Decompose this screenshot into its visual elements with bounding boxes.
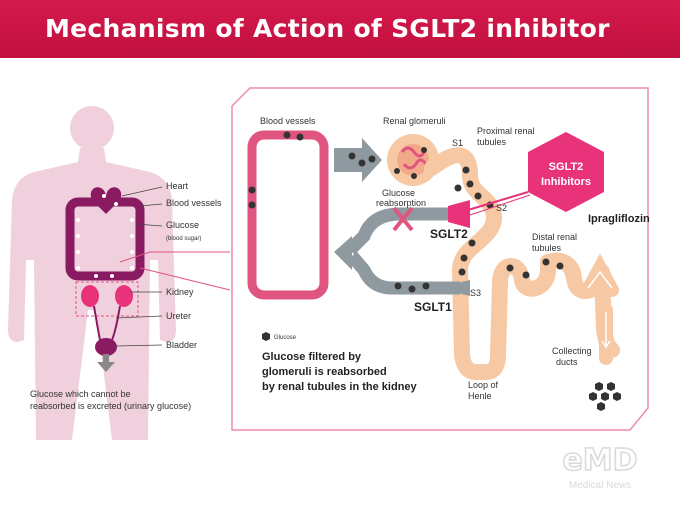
filtered-note-line1: Glucose filtered by bbox=[262, 351, 362, 363]
label-collecting-line1: Collecting bbox=[552, 346, 592, 356]
label-sglt2: SGLT2 bbox=[430, 227, 468, 241]
filtered-note-line3: by renal tubules in the kidney bbox=[262, 381, 418, 393]
afferent-arrow bbox=[334, 138, 382, 182]
label-bladder: Bladder bbox=[166, 340, 197, 350]
legend-glucose-icon bbox=[262, 332, 270, 341]
moa-diagram: Heart Blood vessels Glucose (blood sugar… bbox=[8, 87, 650, 491]
filtered-note-line2: glomeruli is reabsorbed bbox=[262, 366, 387, 378]
watermark-subtitle: Medical News bbox=[569, 480, 631, 491]
label-loop-line1: Loop of bbox=[468, 380, 499, 390]
label-s2: S2 bbox=[496, 203, 507, 213]
label-distal-line2: tubules bbox=[532, 243, 562, 253]
label-proximal-line2: tubules bbox=[477, 137, 507, 147]
body-leader-lines bbox=[115, 186, 163, 347]
label-glucose: Glucose bbox=[166, 220, 199, 230]
label-loop-line2: Henle bbox=[468, 391, 492, 401]
kidney-ureter-bladder bbox=[75, 281, 139, 372]
label-sglt1: SGLT1 bbox=[414, 300, 452, 314]
drug-name: Ipragliflozin bbox=[588, 213, 650, 225]
inhibitor-label-line2: Inhibitors bbox=[541, 176, 591, 188]
label-proximal-line1: Proximal renal bbox=[477, 126, 535, 136]
inhibitor-label-line1: SGLT2 bbox=[549, 161, 584, 173]
label-blood-sugar: (blood sugar) bbox=[166, 236, 201, 242]
emd-watermark: eMD Medical News bbox=[562, 442, 639, 491]
label-renal-glomeruli: Renal glomeruli bbox=[383, 116, 446, 126]
excreted-note-line1: Glucose which cannot be bbox=[30, 389, 131, 399]
excreted-glucose-hexagons bbox=[589, 382, 621, 411]
blood-vessel-loop bbox=[247, 130, 329, 300]
label-kidney: Kidney bbox=[166, 287, 194, 297]
label-glucose-reabs-line2: reabsorption bbox=[376, 198, 426, 208]
excreted-note-line2: reabsorbed is excreted (urinary glucose) bbox=[30, 401, 191, 411]
label-glucose-reabs-line1: Glucose bbox=[382, 188, 415, 198]
label-nephron-blood-vessels: Blood vessels bbox=[260, 116, 316, 126]
blocked-x-icon bbox=[392, 206, 414, 232]
label-ureter: Ureter bbox=[166, 311, 191, 321]
heart-vessel-loop bbox=[65, 187, 145, 281]
sglt2-inhibitor-badge bbox=[467, 132, 604, 216]
label-s3: S3 bbox=[470, 288, 481, 298]
zoom-connector bbox=[119, 251, 231, 291]
nephron-tubule bbox=[424, 147, 620, 380]
label-collecting-line2: ducts bbox=[556, 357, 578, 367]
watermark-logo: eMD bbox=[562, 443, 637, 478]
label-distal-line1: Distal renal bbox=[532, 232, 577, 242]
legend-glucose-label: Glucose bbox=[274, 335, 297, 341]
page-title: Mechanism of Action of SGLT2 inhibitor bbox=[45, 14, 610, 43]
label-heart: Heart bbox=[166, 181, 189, 191]
title-banner: Mechanism of Action of SGLT2 inhibitor bbox=[0, 0, 680, 58]
label-s1: S1 bbox=[452, 138, 463, 148]
label-body-blood-vessels: Blood vessels bbox=[166, 198, 222, 208]
